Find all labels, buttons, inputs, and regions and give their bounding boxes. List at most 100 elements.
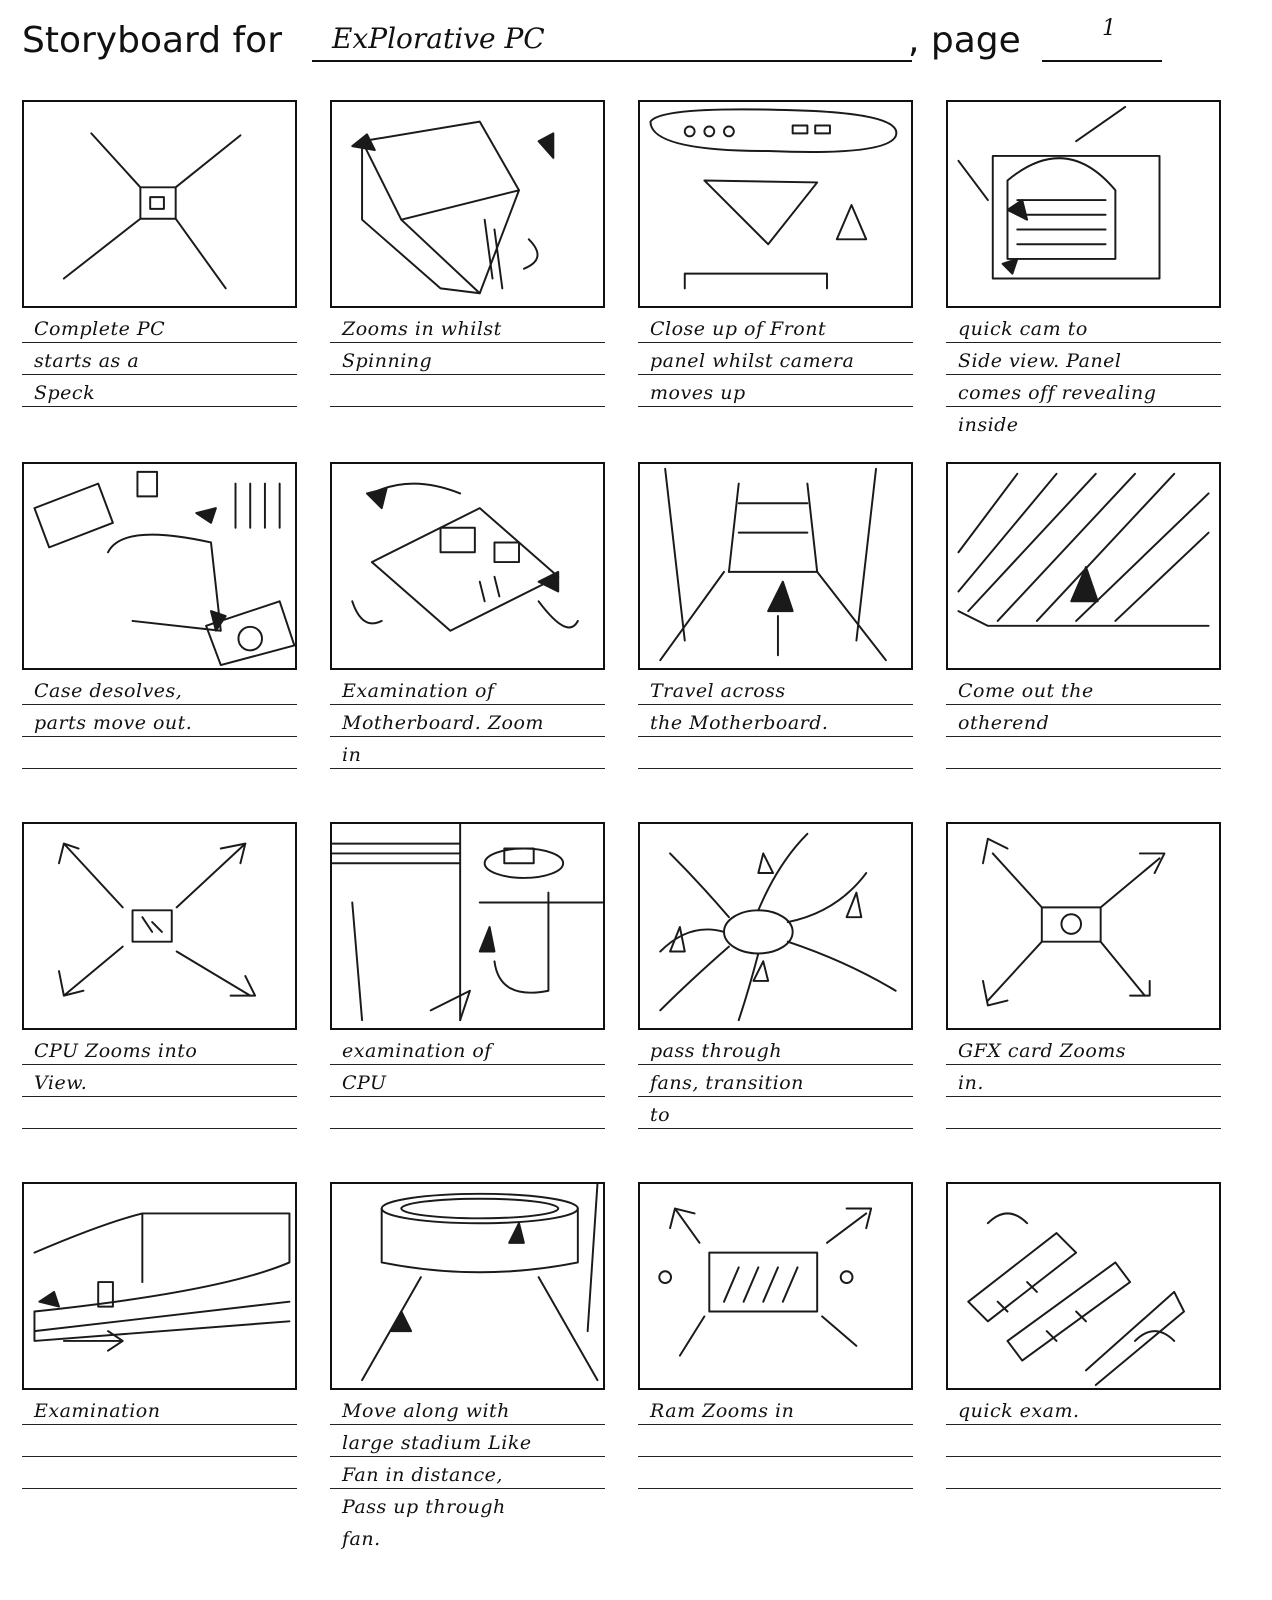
other-end-sketch — [957, 472, 1210, 627]
storyboard-caption: Come out the otherend — [958, 680, 1094, 734]
caption-rule-line — [22, 1096, 297, 1097]
caption-rule-line — [330, 374, 605, 375]
caption-rule-line — [638, 1424, 913, 1425]
title-underline — [312, 60, 912, 62]
storyboard-frame — [638, 462, 913, 670]
caption-rule-line — [946, 768, 1221, 769]
caption-rule-line — [638, 406, 913, 407]
storyboard-frame — [330, 100, 605, 308]
caption-rule-line — [22, 1064, 297, 1065]
storyboard-frame — [22, 822, 297, 1030]
caption-rule-line — [22, 1424, 297, 1425]
caption-rule-line — [638, 374, 913, 375]
ram-exam-sketch — [967, 1212, 1186, 1387]
travel-sketch — [659, 467, 887, 662]
caption-rule-line — [22, 736, 297, 737]
caption-rule-line — [22, 1488, 297, 1489]
cpu-exam-sketch — [332, 824, 603, 1022]
caption-rule-line — [638, 704, 913, 705]
caption-rule-line — [330, 1424, 605, 1425]
caption-rule-line — [330, 1456, 605, 1457]
storyboard-frame — [946, 1182, 1221, 1390]
storyboard-frame — [946, 822, 1221, 1030]
caption-rule-line — [946, 1424, 1221, 1425]
storyboard-frame — [22, 100, 297, 308]
storyboard-caption: examination of CPU — [342, 1040, 492, 1094]
gfx-exam-sketch — [33, 1212, 291, 1352]
side-view-sketch — [957, 105, 1161, 280]
caption-rule-line — [946, 374, 1221, 375]
storyboard-frame — [638, 1182, 913, 1390]
storyboard-header: Storyboard for ExPlorative PC , page 1 — [22, 14, 1202, 64]
caption-rule-line — [946, 1096, 1221, 1097]
caption-rule-line — [330, 768, 605, 769]
storyboard-title: ExPlorative PC — [332, 22, 545, 55]
storyboard-caption: CPU Zooms into View. — [34, 1040, 198, 1094]
front-panel-sketch — [649, 108, 898, 290]
caption-rule-line — [330, 1488, 605, 1489]
ram-zoom-sketch — [658, 1207, 873, 1357]
caption-rule-line — [22, 704, 297, 705]
caption-rule-line — [638, 1456, 913, 1457]
speck-sketch — [62, 132, 242, 290]
storyboard-caption: Case desolves, parts move out. — [34, 680, 193, 734]
storyboard-frame — [946, 462, 1221, 670]
caption-rule-line — [22, 768, 297, 769]
storyboard-caption: Travel across the Motherboard. — [650, 680, 829, 734]
caption-rule-line — [946, 1488, 1221, 1489]
caption-rule-line — [638, 1488, 913, 1489]
caption-rule-line — [638, 342, 913, 343]
storyboard-frame — [638, 822, 913, 1030]
cpu-zoom-sketch — [57, 842, 257, 997]
storyboard-caption: Examination of Motherboard. Zoom in — [342, 680, 544, 766]
motherboard-sketch — [351, 482, 579, 632]
caption-rule-line — [330, 704, 605, 705]
caption-rule-line — [946, 1064, 1221, 1065]
caption-rule-line — [638, 768, 913, 769]
storyboard-frame — [330, 462, 605, 670]
caption-rule-line — [946, 1456, 1221, 1457]
caption-rule-line — [638, 1096, 913, 1097]
page-label: , page — [908, 20, 1021, 61]
caption-rule-line — [330, 342, 605, 343]
caption-rule-line — [330, 1064, 605, 1065]
storyboard-caption: pass through fans, transition to — [650, 1040, 804, 1126]
caption-rule-line — [638, 1064, 913, 1065]
storyboard-caption: quick cam to Side view. Panel comes off … — [958, 318, 1157, 436]
caption-rule-line — [330, 406, 605, 407]
caption-rule-line — [946, 1128, 1221, 1129]
caption-rule-line — [22, 406, 297, 407]
storyboard-frame — [22, 462, 297, 670]
storyboard-caption: Complete PC starts as a Speck — [34, 318, 166, 404]
caption-rule-line — [946, 704, 1221, 705]
storyboard-label: Storyboard for — [22, 20, 282, 61]
storyboard-caption: Close up of Front panel whilst camera mo… — [650, 318, 855, 404]
caption-rule-line — [946, 736, 1221, 737]
storyboard-frame — [330, 1182, 605, 1390]
caption-rule-line — [22, 1128, 297, 1129]
storyboard-caption: quick exam. — [958, 1400, 1080, 1422]
storyboard-frame — [330, 822, 605, 1030]
storyboard-frame — [638, 100, 913, 308]
caption-rule-line — [638, 736, 913, 737]
caption-rule-line — [330, 736, 605, 737]
stadium-fan-sketch — [361, 1184, 599, 1382]
caption-rule-line — [330, 1096, 605, 1097]
storyboard-caption: Ram Zooms in — [650, 1400, 795, 1422]
storyboard-caption: Zooms in whilst Spinning — [342, 318, 502, 372]
caption-rule-line — [22, 342, 297, 343]
spinning-case-sketch — [351, 120, 555, 295]
page-number: 1 — [1102, 16, 1116, 41]
storyboard-frame — [946, 100, 1221, 308]
page-underline — [1042, 60, 1162, 62]
caption-rule-line — [946, 342, 1221, 343]
caption-rule-line — [330, 1128, 605, 1129]
caption-rule-line — [946, 406, 1221, 407]
parts-out-sketch — [33, 470, 295, 667]
storyboard-caption: GFX card Zooms in. — [958, 1040, 1127, 1094]
storyboard-caption: Move along with large stadium Like Fan i… — [342, 1400, 532, 1550]
gfx-sketch — [981, 837, 1166, 1007]
caption-rule-line — [22, 1456, 297, 1457]
caption-rule-line — [22, 374, 297, 375]
fans-sketch — [659, 832, 897, 1022]
